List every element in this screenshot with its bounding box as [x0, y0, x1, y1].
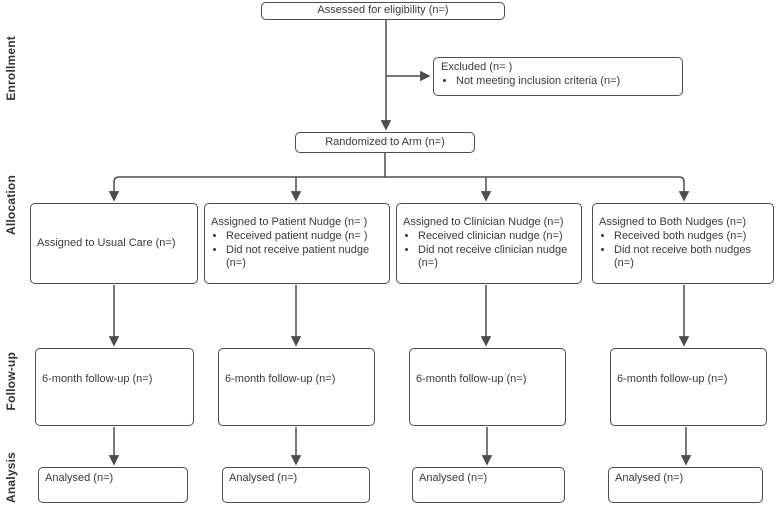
analysed-box-4: Analysed (n=): [608, 467, 763, 503]
arm-bullet: Received clinician nudge (n=): [418, 230, 576, 244]
arm-bullet: Did not receive patient nudge (n=): [226, 244, 384, 272]
followup-box-3: 6-month follow-up (n=): [409, 348, 566, 426]
randomized-label: Randomized to Arm (n=): [325, 135, 445, 148]
arm-both-nudges-bullets: Received both nudges (n=) Did not receiv…: [599, 230, 768, 272]
followup-label: 6-month follow-up (n=): [225, 373, 336, 385]
assessed-eligibility-box: Assessed for eligibility (n=): [261, 2, 505, 20]
excluded-bullet: Not meeting inclusion criteria (n=): [456, 75, 675, 89]
analysed-label: Analysed (n=): [229, 472, 298, 484]
analysed-label: Analysed (n=): [615, 472, 684, 484]
arm-clinician-nudge-title: Assigned to Clinician Nudge (n=): [403, 215, 564, 228]
arm-patient-nudge-bullets: Received patient nudge (n= ) Did not rec…: [211, 230, 384, 272]
stage-label-allocation: Allocation: [4, 175, 18, 236]
arm-bullet: Received both nudges (n=): [614, 230, 768, 244]
analysed-box-2: Analysed (n=): [222, 467, 370, 503]
arm-both-nudges-box: Assigned to Both Nudges (n=) Received bo…: [592, 203, 774, 284]
analysed-label: Analysed (n=): [45, 472, 114, 484]
randomized-box: Randomized to Arm (n=): [295, 132, 475, 153]
stage-label-followup: Follow-up: [4, 352, 18, 411]
arm-clinician-nudge-bullets: Received clinician nudge (n=) Did not re…: [403, 230, 576, 272]
followup-label: 6-month follow-up (n=): [42, 373, 153, 385]
stage-label-enrollment: Enrollment: [4, 36, 18, 101]
arm-both-nudges-title: Assigned to Both Nudges (n=): [599, 215, 747, 228]
arrow-to-arm-4: [678, 176, 690, 202]
assessed-eligibility-label: Assessed for eligibility (n=): [317, 4, 449, 17]
arm-patient-nudge-box: Assigned to Patient Nudge (n= ) Received…: [204, 203, 390, 284]
analysed-box-3: Analysed (n=): [412, 467, 565, 503]
stage-label-analysis: Analysis: [4, 452, 18, 503]
arm-usual-care-box: Assigned to Usual Care (n=): [30, 203, 198, 284]
excluded-bullet-list: Not meeting inclusion criteria (n=): [441, 75, 675, 89]
arm-bullet: Did not receive both nudges (n=): [614, 244, 768, 272]
followup-box-4: 6-month follow-up (n=): [610, 348, 767, 426]
arm-patient-nudge-title: Assigned to Patient Nudge (n= ): [211, 215, 368, 228]
followup-label: 6-month follow-up (n=): [416, 373, 527, 385]
analysed-label: Analysed (n=): [419, 472, 488, 484]
arm-bullet: Did not receive clinician nudge (n=): [418, 244, 576, 272]
followup-label: 6-month follow-up (n=): [617, 373, 728, 385]
arm-usual-care-title: Assigned to Usual Care (n=): [37, 236, 176, 249]
arm-bullet: Received patient nudge (n= ): [226, 230, 384, 244]
excluded-title: Excluded (n= ): [441, 61, 513, 73]
followup-box-2: 6-month follow-up (n=): [218, 348, 375, 426]
followup-box-1: 6-month follow-up (n=): [35, 348, 194, 426]
excluded-box: Excluded (n= ) Not meeting inclusion cri…: [433, 57, 683, 96]
arrow-to-arm-1: [108, 176, 120, 202]
arm-clinician-nudge-box: Assigned to Clinician Nudge (n=) Receive…: [396, 203, 582, 284]
analysed-box-1: Analysed (n=): [38, 467, 188, 503]
